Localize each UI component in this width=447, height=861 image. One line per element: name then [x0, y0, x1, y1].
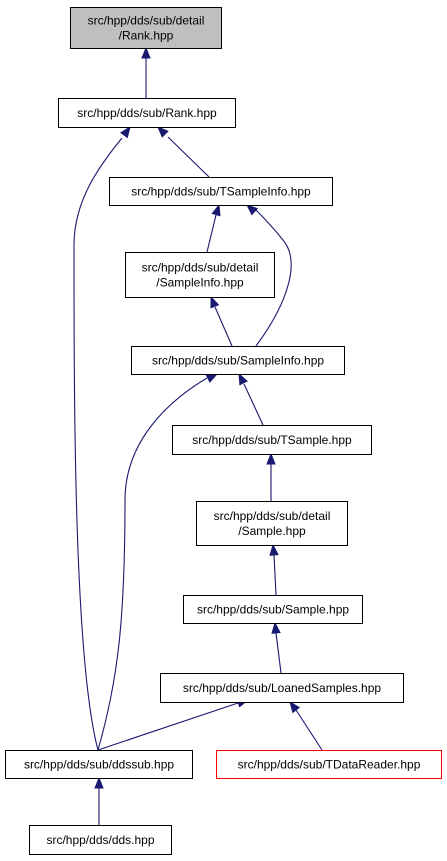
node-sample[interactable]: src/hpp/dds/sub/Sample.hpp — [183, 595, 363, 624]
edge-rank-to-detail_rank — [141, 46, 151, 98]
edge-sample-to-detail_sample — [269, 543, 279, 596]
edge-detail_sampleinfo-to-tsampleinfo — [206, 203, 221, 253]
node-box — [29, 825, 172, 855]
node-label: src/hpp/dds/dds.hpp — [46, 833, 154, 847]
edge-tdatareader-to-loanedsamples — [289, 700, 323, 751]
node-label: src/hpp/dds/sub/detail — [88, 14, 205, 28]
edge-tsampleinfo-to-rank — [157, 126, 210, 178]
arrowhead-icon — [205, 373, 219, 383]
edge-line — [206, 214, 217, 253]
node-label: src/hpp/dds/sub/TSampleInfo.hpp — [131, 185, 311, 199]
node-ddssub[interactable]: src/hpp/dds/sub/ddssub.hpp — [5, 750, 193, 779]
edge-line — [97, 702, 239, 751]
edge-line — [214, 306, 233, 347]
node-label: src/hpp/dds/sub/LoanedSamples.hpp — [183, 681, 381, 695]
node-label: src/hpp/dds/sub/SampleInfo.hpp — [152, 354, 324, 368]
node-box — [131, 346, 345, 375]
node-box — [58, 98, 236, 128]
arrowhead-icon — [238, 372, 248, 386]
edge-line — [167, 136, 210, 178]
node-label: src/hpp/dds/sub/Rank.hpp — [77, 106, 217, 120]
edge-line — [243, 383, 264, 426]
node-box — [109, 177, 333, 206]
node-box — [5, 750, 193, 779]
node-box — [160, 673, 404, 703]
edge-line — [275, 632, 282, 674]
edge-ddssub-to-rank — [73, 125, 131, 751]
edge-line — [73, 137, 123, 751]
edges-layer — [73, 46, 323, 825]
edge-dds-to-ddssub — [94, 776, 104, 825]
node-label: src/hpp/dds/sub/detail — [142, 261, 259, 275]
node-tdatareader[interactable]: src/hpp/dds/sub/TDataReader.hpp — [216, 750, 442, 779]
node-tsampleinfo[interactable]: src/hpp/dds/sub/TSampleInfo.hpp — [109, 177, 333, 206]
edge-line — [273, 554, 277, 596]
node-label: src/hpp/dds/sub/TDataReader.hpp — [238, 758, 421, 772]
node-tsample[interactable]: src/hpp/dds/sub/TSample.hpp — [172, 425, 372, 455]
node-box — [216, 750, 442, 779]
node-loanedsamples[interactable]: src/hpp/dds/sub/LoanedSamples.hpp — [160, 673, 404, 703]
node-box — [183, 595, 363, 624]
arrowhead-icon — [266, 452, 276, 465]
edge-sampleinfo-to-detail_sampleinfo — [210, 295, 233, 347]
edge-line — [97, 377, 208, 751]
nodes-layer: src/hpp/dds/sub/detail/Rank.hppsrc/hpp/d… — [5, 7, 442, 855]
arrowhead-icon — [94, 776, 104, 789]
edge-line — [295, 709, 323, 751]
node-box — [70, 7, 222, 49]
arrowhead-icon — [245, 204, 259, 216]
arrowhead-icon — [269, 543, 279, 556]
node-label: src/hpp/dds/sub/TSample.hpp — [192, 433, 352, 447]
node-label: /SampleInfo.hpp — [156, 276, 244, 290]
arrowhead-icon — [141, 46, 151, 59]
node-detail_rank[interactable]: src/hpp/dds/sub/detail/Rank.hpp — [70, 7, 222, 49]
arrowhead-icon — [271, 621, 281, 634]
node-label: src/hpp/dds/sub/ddssub.hpp — [24, 758, 174, 772]
arrowhead-icon — [210, 295, 220, 309]
node-box — [172, 425, 372, 455]
arrowhead-icon — [119, 125, 131, 139]
arrowhead-icon — [211, 203, 221, 217]
node-label: /Sample.hpp — [238, 524, 306, 538]
edge-line — [254, 208, 292, 347]
edge-detail_sample-to-tsample — [266, 452, 276, 501]
node-detail_sampleinfo[interactable]: src/hpp/dds/sub/detail/SampleInfo.hpp — [125, 252, 275, 298]
node-rank[interactable]: src/hpp/dds/sub/Rank.hpp — [58, 98, 236, 128]
node-detail_sample[interactable]: src/hpp/dds/sub/detail/Sample.hpp — [196, 501, 348, 546]
edge-ddssub-to-loanedsamples — [97, 698, 250, 751]
arrowhead-icon — [289, 700, 301, 714]
node-box — [125, 252, 275, 298]
node-box — [196, 501, 348, 546]
edge-loanedsamples-to-sample — [271, 621, 282, 674]
node-label: src/hpp/dds/sub/Sample.hpp — [197, 603, 349, 617]
node-dds[interactable]: src/hpp/dds/dds.hpp — [29, 825, 172, 855]
edge-tsample-to-sampleinfo — [238, 372, 264, 426]
node-sampleinfo[interactable]: src/hpp/dds/sub/SampleInfo.hpp — [131, 346, 345, 375]
node-label: /Rank.hpp — [119, 29, 174, 43]
node-label: src/hpp/dds/sub/detail — [214, 509, 331, 523]
edge-sampleinfo-to-tsampleinfo — [245, 204, 292, 347]
arrowhead-icon — [157, 126, 169, 138]
